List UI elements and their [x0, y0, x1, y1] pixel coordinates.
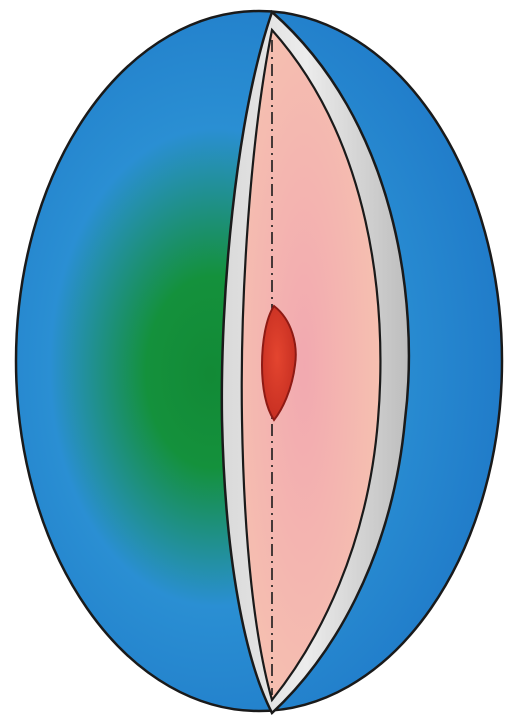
diagram-canvas [0, 0, 519, 723]
cutaway-ellipsoid-diagram [0, 0, 519, 723]
